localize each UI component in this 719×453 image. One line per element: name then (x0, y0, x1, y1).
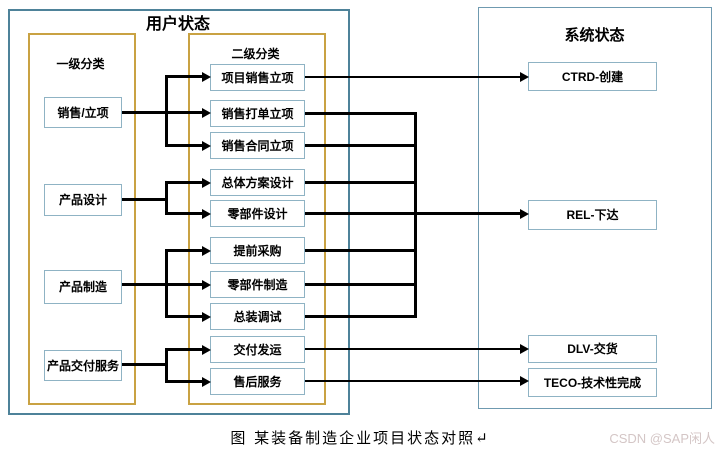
level2-box-delivery-shipment: 交付发运 (210, 336, 305, 363)
level1-box-product-manufacturing: 产品制造 (44, 270, 122, 304)
system-box-ctrd-created: CTRD-创建 (528, 62, 657, 91)
connector-rel-bus-vertical (414, 112, 417, 318)
level2-box-overall-scheme-design: 总体方案设计 (210, 169, 305, 196)
system-status-panel (478, 7, 712, 409)
connector-to-dlv (305, 344, 529, 354)
connector-design-branch-vertical (165, 181, 168, 215)
user-status-title: 用户状态 (145, 16, 210, 33)
system-status-title: 系统状态 (564, 27, 625, 44)
level2-box-advance-procurement: 提前采购 (210, 237, 305, 264)
connector-feed-order-initiation (305, 112, 417, 115)
connector-delivery-stub (122, 363, 168, 366)
level2-box-parts-design: 零部件设计 (210, 200, 305, 227)
connector-feed-procurement (305, 249, 417, 252)
csdn-watermark: CSDN @SAP闲人 (609, 431, 715, 446)
connector-manufacturing-to-parts-manufacturing (122, 279, 211, 290)
system-box-teco-completed: TECO-技术性完成 (528, 368, 657, 397)
level2-box-final-assembly-debugging: 总装调试 (210, 303, 305, 330)
connector-to-final-assembly-debugging (165, 311, 211, 322)
level2-box-sales-contract-initiation: 销售合同立项 (210, 132, 305, 159)
level2-container (188, 33, 326, 405)
level1-box-product-delivery-service: 产品交付服务 (44, 350, 122, 381)
connector-to-teco (305, 376, 529, 386)
connector-to-delivery-shipment (165, 344, 211, 355)
connector-feed-overall-scheme (305, 181, 417, 184)
connector-sales-branch-vertical (165, 76, 168, 147)
level1-box-product-design: 产品设计 (44, 184, 122, 216)
system-box-dlv-delivered: DLV-交货 (528, 335, 657, 363)
connector-feed-parts-manufacturing (305, 283, 417, 286)
connector-to-project-sales-initiation (165, 71, 211, 82)
level2-label: 二级分类 (231, 47, 280, 61)
level2-box-project-sales-initiation: 项目销售立项 (210, 64, 305, 91)
level1-box-sales-initiation: 销售/立项 (44, 97, 122, 128)
level2-box-sales-order-initiation: 销售打单立项 (210, 100, 305, 127)
level2-box-after-sales-service: 售后服务 (210, 368, 305, 395)
system-box-rel-released: REL-下达 (528, 200, 657, 230)
connector-to-sales-contract-initiation (165, 140, 211, 151)
connector-to-parts-design (165, 208, 211, 219)
connector-to-rel (305, 208, 529, 219)
connector-to-after-sales-service (165, 376, 211, 387)
level1-container (28, 33, 136, 405)
connector-to-ctrd (305, 72, 529, 82)
connector-feed-assembly (305, 315, 417, 318)
level1-label: 一级分类 (56, 57, 105, 71)
connector-manufacturing-branch-vertical (165, 249, 168, 318)
level2-box-parts-manufacturing: 零部件制造 (210, 271, 305, 298)
figure-caption: 图 某装备制造企业项目状态对照↵ (230, 429, 490, 447)
connector-delivery-branch-vertical (165, 348, 168, 383)
connector-feed-contract-initiation (305, 144, 417, 147)
connector-to-advance-procurement (165, 245, 211, 256)
connector-sales-to-order-initiation (122, 107, 211, 118)
connector-design-stub (122, 198, 168, 201)
connector-to-overall-scheme-design (165, 177, 211, 188)
